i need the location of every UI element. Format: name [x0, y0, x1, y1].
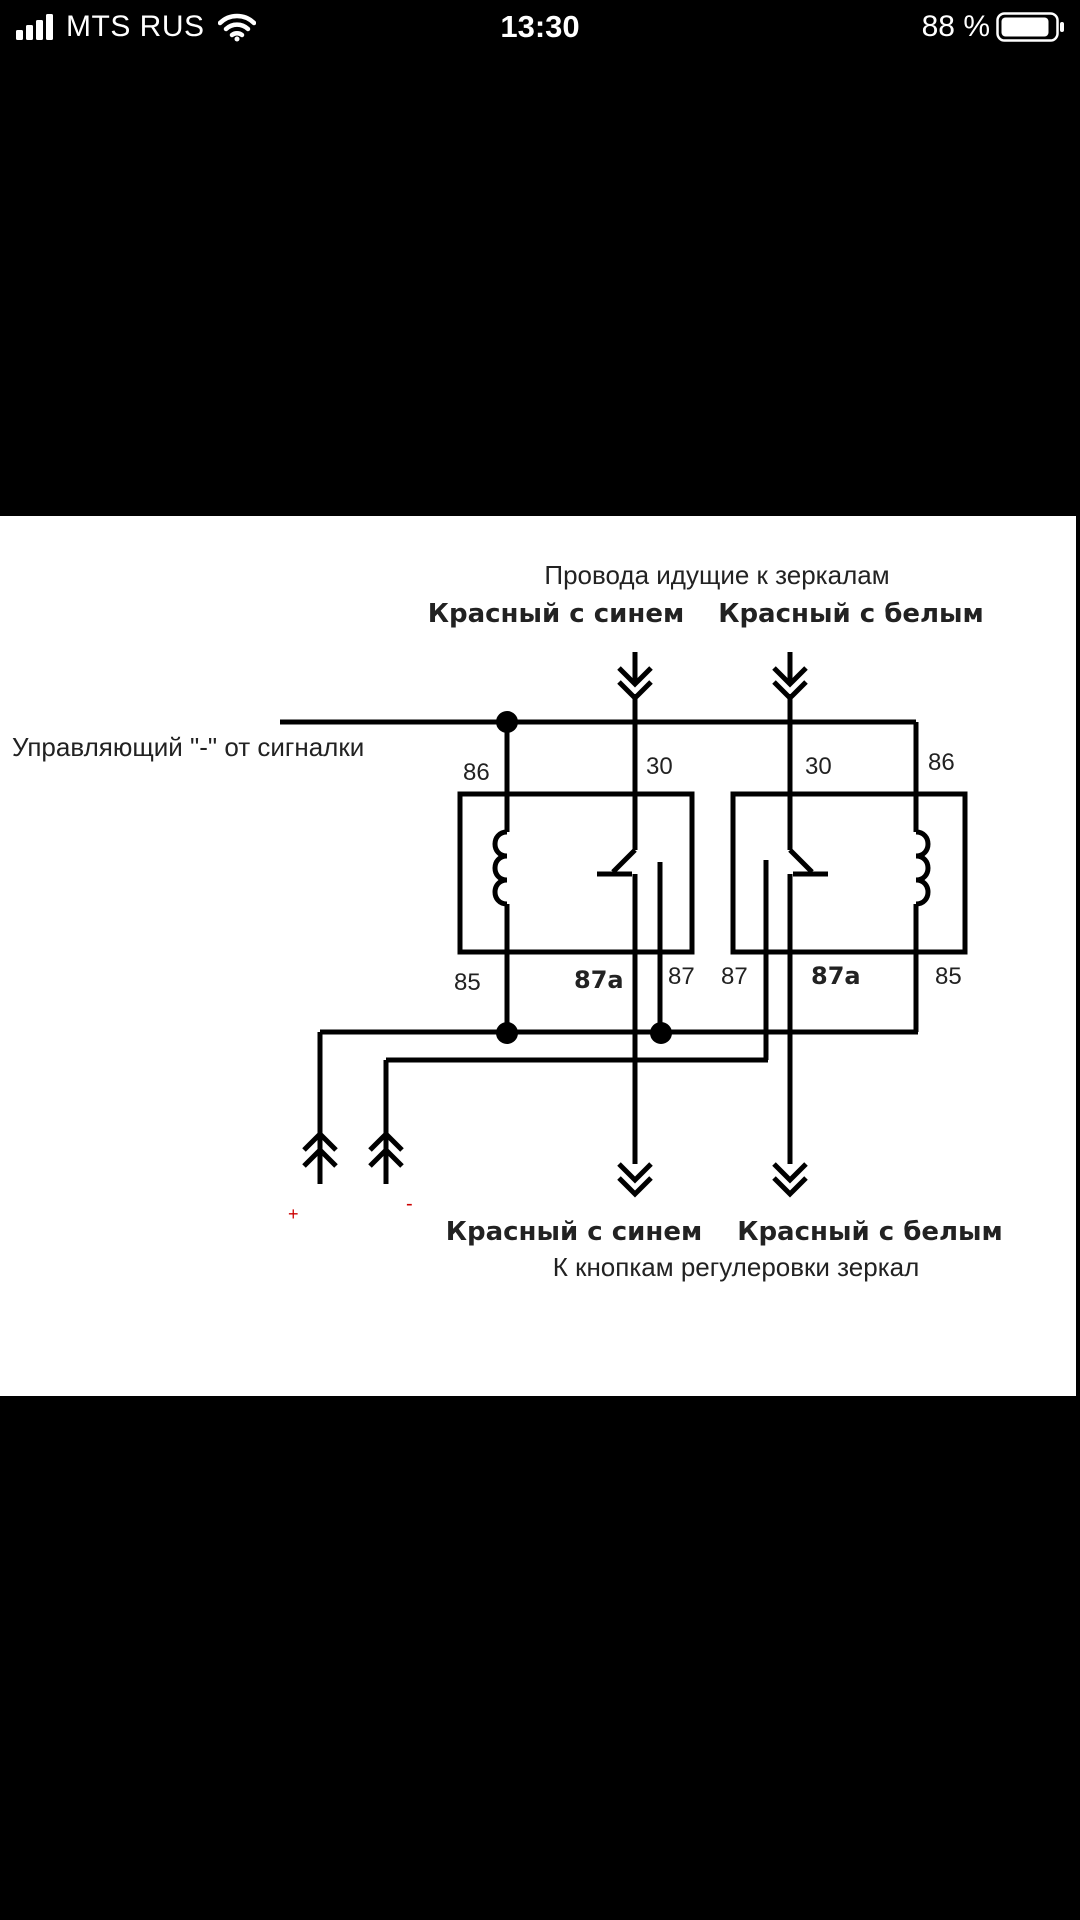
right-switch-arm	[788, 848, 814, 874]
wiring-diagram-image: Провода идущие к зеркалам Красный с сине…	[0, 516, 1076, 1396]
right-coil	[915, 829, 931, 907]
signal-icon	[16, 14, 53, 40]
carrier-name: MTS RUS	[66, 10, 205, 43]
left-pin-30: 30	[646, 753, 673, 780]
right-pin-87: 87	[721, 963, 748, 990]
bottom-right-wire-label: Красный с белым	[737, 1217, 1003, 1247]
left-pin-87: 87	[668, 963, 695, 990]
junction-dot	[496, 711, 518, 733]
left-pin-85: 85	[454, 969, 481, 996]
battery-percentage: 88 %	[921, 10, 990, 43]
bottom-left-wire-label: Красный с синем	[446, 1217, 703, 1247]
left-coil	[492, 829, 508, 907]
right-pin-85: 85	[935, 963, 962, 990]
junction-dot	[496, 1022, 518, 1044]
wiring-diagram: Провода идущие к зеркалам Красный с сине…	[12, 560, 1003, 1282]
left-relay-box	[457, 791, 695, 955]
right-pin-30: 30	[805, 753, 832, 780]
right-pin-86: 86	[928, 749, 955, 776]
diagram-header: Провода идущие к зеркалам	[544, 560, 889, 590]
plus-terminal-label: +	[288, 1204, 299, 1224]
top-right-wire-label: Красный с белым	[718, 599, 984, 629]
left-pin-87a: 87a	[574, 966, 624, 994]
left-pin-86: 86	[463, 759, 490, 786]
diagram-footer: К кнопкам регулеровки зеркал	[553, 1252, 920, 1282]
right-relay-box	[730, 791, 968, 955]
status-bar: MTS RUS 13:30 88 %	[0, 0, 1080, 56]
control-signal-label: Управляющий "-" от сигналки	[12, 732, 364, 762]
battery-icon	[996, 12, 1064, 42]
junction-dot	[650, 1022, 672, 1044]
clock: 13:30	[500, 9, 580, 44]
left-switch-arm	[611, 848, 637, 874]
minus-terminal-label: -	[406, 1193, 413, 1215]
top-left-wire-label: Красный с синем	[428, 599, 685, 629]
right-pin-87a: 87a	[811, 962, 861, 990]
wifi-icon	[218, 13, 256, 42]
